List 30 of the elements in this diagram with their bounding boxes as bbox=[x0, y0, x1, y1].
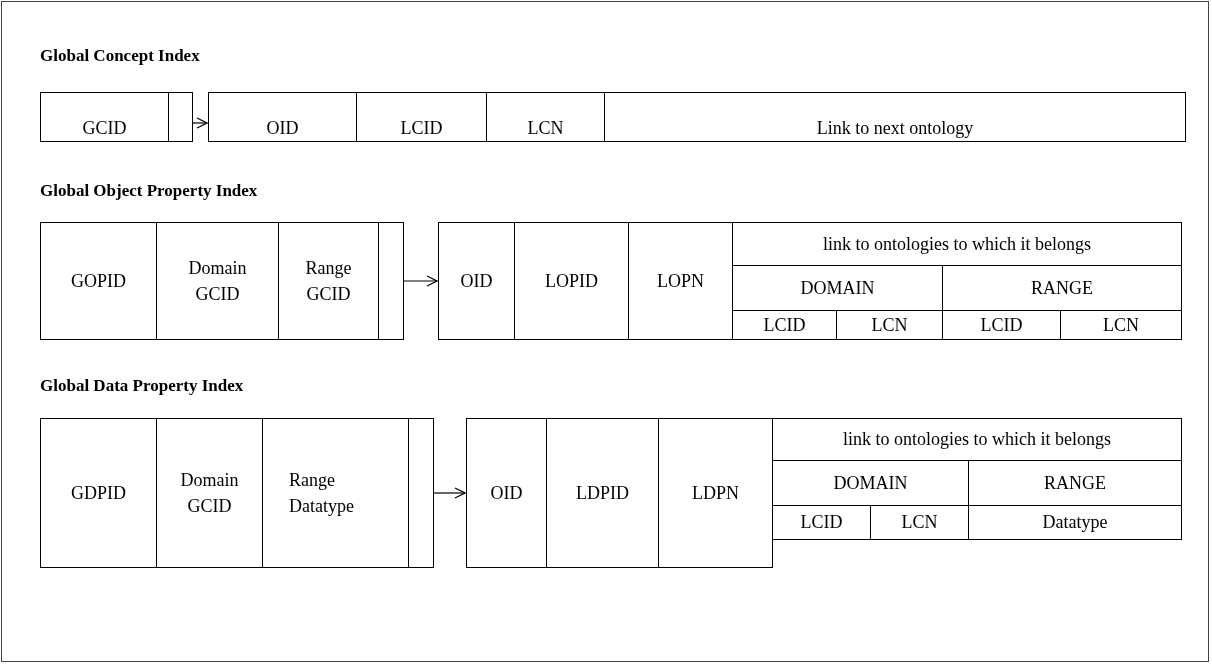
record-field: GCID bbox=[40, 92, 169, 142]
arrow bbox=[192, 117, 208, 129]
record-field: link to ontologies to which it belongs bbox=[732, 222, 1182, 266]
record-field: OID bbox=[438, 222, 515, 340]
record-field: Domain GCID bbox=[156, 418, 263, 568]
record-field: link to ontologies to which it belongs bbox=[772, 418, 1182, 461]
record-field: OID bbox=[208, 92, 357, 142]
record-field: Range Datatype bbox=[262, 418, 409, 568]
record-field: LCN bbox=[486, 92, 605, 142]
record-field: LCN bbox=[1060, 310, 1182, 340]
section-heading: Global Data Property Index bbox=[40, 376, 244, 396]
record-field: OID bbox=[466, 418, 547, 568]
section-heading: Global Object Property Index bbox=[40, 181, 258, 201]
record-field: GDPID bbox=[40, 418, 157, 568]
arrow bbox=[403, 275, 438, 287]
record-field: LOPN bbox=[628, 222, 733, 340]
record-field: LCID bbox=[356, 92, 487, 142]
record-field: Link to next ontology bbox=[604, 92, 1186, 142]
pointer-field bbox=[168, 92, 193, 142]
record-field: Datatype bbox=[968, 505, 1182, 540]
record-field: Domain GCID bbox=[156, 222, 279, 340]
record-field: LOPID bbox=[514, 222, 629, 340]
arrow bbox=[433, 487, 466, 499]
section-heading: Global Concept Index bbox=[40, 46, 200, 66]
pointer-field bbox=[378, 222, 404, 340]
pointer-field bbox=[408, 418, 434, 568]
record-field: Range GCID bbox=[278, 222, 379, 340]
record-field: LDPN bbox=[658, 418, 773, 568]
record-field: GOPID bbox=[40, 222, 157, 340]
record-field: LDPID bbox=[546, 418, 659, 568]
